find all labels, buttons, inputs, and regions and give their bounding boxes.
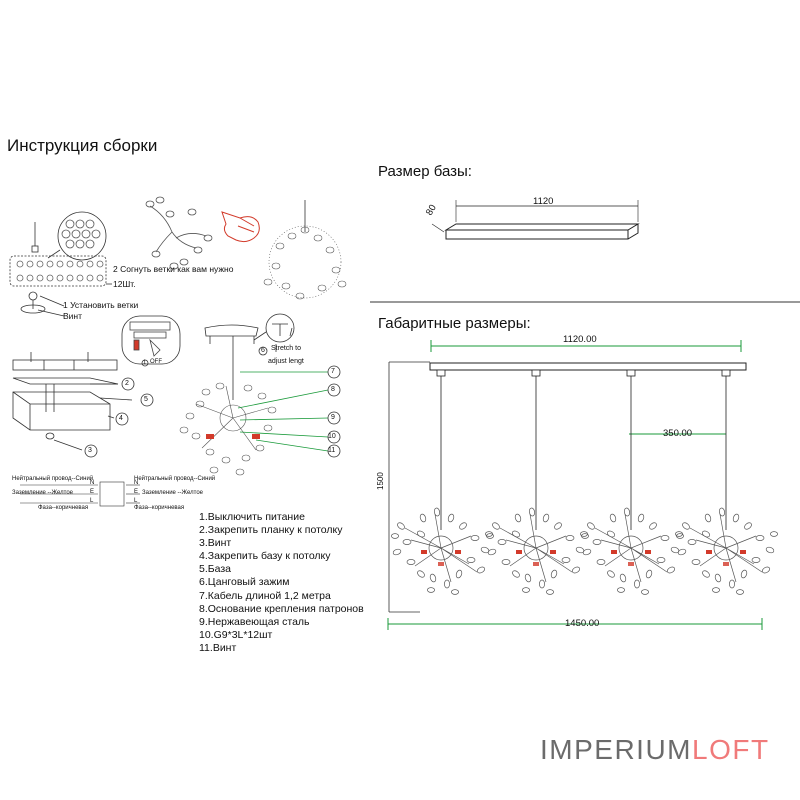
- wiring-phase-left: Фаза--коричневая: [38, 505, 89, 511]
- parts-list-item: 4.Закрепить базу к потолку: [199, 550, 331, 563]
- screw-label: Винт: [63, 311, 83, 321]
- parts-list-item: 1.Выключить питание: [199, 511, 305, 523]
- callout-3: 3: [88, 447, 92, 454]
- callout-7: 7: [331, 368, 335, 375]
- parts-list-item: 2.Закрепить планку к потолку: [199, 524, 343, 537]
- overall-size-title: Габаритные размеры:: [378, 315, 531, 332]
- overall-bottom-dim-label: 1450.00: [565, 618, 600, 629]
- parts-list-item: 5.База: [199, 563, 232, 576]
- parts-list-item: 8.Основание крепления патронов: [199, 602, 364, 615]
- callout-5: 5: [144, 396, 148, 403]
- base-drawing: [431, 200, 640, 240]
- wiring-ground-left: Заземление --Желтое: [12, 490, 74, 496]
- wiring-neutral-right: Нейтральный провод--Синий: [134, 476, 216, 482]
- adjust-label: adjust lengt: [268, 358, 304, 365]
- step1-label: 1 Установить ветки: [63, 300, 139, 310]
- overall-top-dim-label: 1120.00: [563, 334, 597, 345]
- wiring-ground-right: Заземление --Желтое: [142, 490, 204, 496]
- callout-8: 8: [331, 386, 335, 393]
- overall-drawing: [387, 340, 779, 630]
- wiring-n-right: N: [134, 480, 139, 486]
- parts-list-item: 9.Нержавеющая сталь: [199, 615, 310, 628]
- logo-part1: IMPERIUM: [540, 734, 692, 765]
- parts-list-item: 10.G9*3L*12шт: [199, 628, 273, 641]
- off-label: OFF: [150, 359, 162, 365]
- overall-height-dim-label: 1500: [376, 472, 385, 490]
- parts-list: 1.Выключить питание 2.Закрепить планку к…: [199, 511, 364, 655]
- logo-part2: LOFT: [692, 734, 770, 765]
- step2-label: 2 Согнуть ветки как вам нужно: [113, 264, 234, 274]
- wiring-e-left: E: [90, 489, 95, 495]
- wiring-l-right: L: [134, 498, 138, 504]
- callout-9: 9: [331, 414, 335, 421]
- callout-11: 11: [328, 447, 336, 454]
- count-label: 12Шт.: [113, 279, 136, 289]
- parts-list-item: 7.Кабель длиной 1,2 метра: [199, 589, 331, 602]
- parts-list-item: 6.Цанговый зажим: [199, 576, 290, 589]
- brand-logo: IMPERIUMLOFT: [540, 734, 770, 766]
- spacing-dim-label: 350.00: [663, 428, 693, 439]
- wiring-phase-right: Фаза--коричневая: [134, 505, 185, 511]
- callout-1: 1: [143, 360, 147, 366]
- parts-list-item: 11.Винт: [199, 641, 237, 654]
- parts-list-item: 3.Винт: [199, 537, 232, 550]
- wiring-l-left: L: [90, 498, 94, 504]
- callout-4: 4: [119, 415, 123, 422]
- stretch-label: Stretch to: [271, 345, 301, 352]
- base-size-title: Размер базы:: [378, 163, 472, 180]
- wiring-e-right: E: [134, 489, 139, 495]
- base-length-label: 1120: [533, 196, 554, 207]
- assembly-title: Инструкция сборки: [7, 136, 158, 155]
- callout-10: 10: [328, 433, 336, 440]
- wiring-n-left: N: [90, 480, 95, 486]
- callout-2: 2: [125, 380, 129, 387]
- assembly-illustrations: [9, 196, 347, 507]
- wiring-neutral-left: Нейтральный провод--Синий: [12, 476, 94, 482]
- callout-6: 6: [261, 347, 265, 354]
